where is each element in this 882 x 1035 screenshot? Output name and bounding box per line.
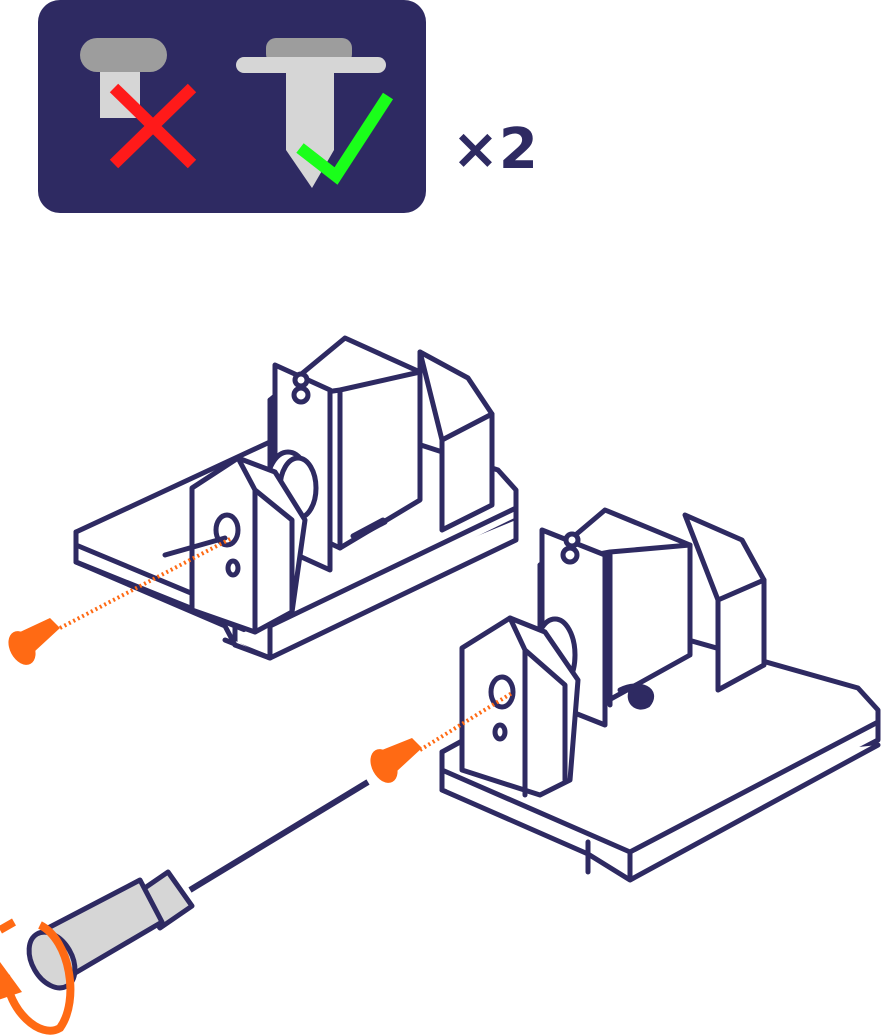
orange-screw-icon-left xyxy=(8,618,60,665)
flat-tip-screw-icon xyxy=(80,38,167,118)
orange-screw-icon-right xyxy=(370,738,422,783)
red-cross-icon xyxy=(109,83,197,169)
bracket-front-ear xyxy=(459,615,581,798)
screwdriver-icon xyxy=(26,779,370,991)
servo-bracket-assembly-left xyxy=(73,335,519,661)
rotate-arrow-icon xyxy=(0,918,75,1035)
quantity-label: ×2 xyxy=(452,117,538,182)
bracket-hole-small xyxy=(225,558,241,578)
screw-guide-line-right xyxy=(418,691,514,752)
bracket-front-ear xyxy=(189,455,308,635)
screw-type-legend xyxy=(38,0,426,213)
screw-guide-line-left xyxy=(59,536,233,630)
bracket-hole-large xyxy=(488,674,516,710)
bracket-hole-small xyxy=(492,722,508,742)
legend-panel xyxy=(38,0,426,213)
servo-bracket-assembly-right xyxy=(439,507,881,883)
green-check-icon xyxy=(296,92,394,185)
